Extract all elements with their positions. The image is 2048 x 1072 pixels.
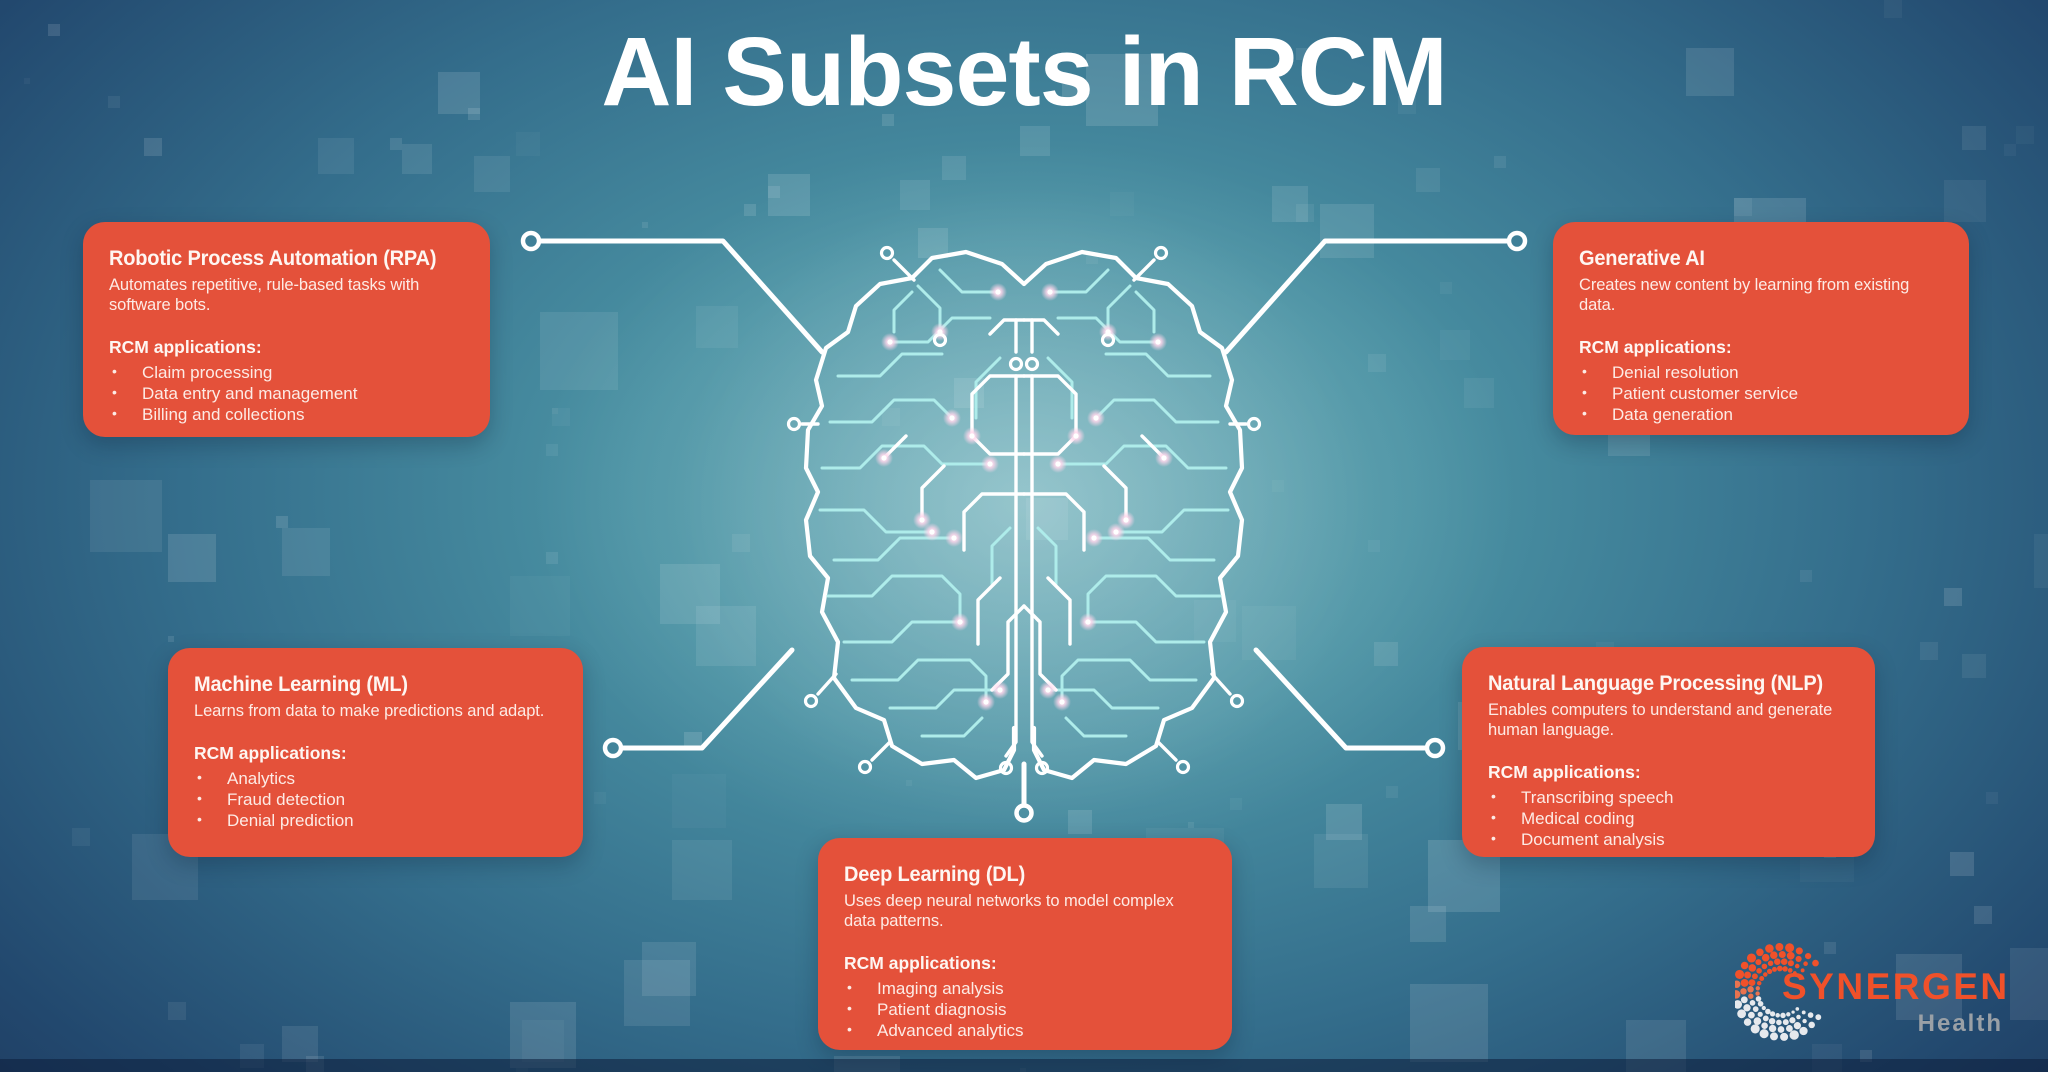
applications-list: • Claim processing • Data entry and managem… [109, 363, 464, 425]
card-title: Machine Learning (ML) [194, 672, 408, 696]
application-text: Document analysis [1521, 829, 1665, 849]
rcm-applications-label: RCM applications: [1579, 337, 1732, 358]
circuit-rings [786, 245, 1262, 776]
card-description: Enables computers to understand and gene… [1488, 701, 1833, 740]
bullet-icon: • [1582, 363, 1587, 380]
connector-node-dl [1014, 803, 1034, 823]
bullet-icon: • [1491, 808, 1496, 825]
application-text: Medical coding [1521, 808, 1635, 828]
application-item: • Medical coding [1488, 809, 1849, 830]
applications-list: • Denial resolution • Patient customer serv… [1579, 363, 1943, 425]
bullet-icon: • [197, 789, 202, 806]
application-text: Analytics [227, 769, 296, 789]
card-deep-learning: Deep Learning (DL) Uses deep neural netw… [818, 838, 1232, 1050]
bullet-icon: • [112, 363, 117, 380]
application-item: • Patient diagnosis [844, 1000, 1206, 1021]
application-text: Data entry and management [142, 383, 358, 403]
application-item: • Fraud detection [194, 790, 557, 811]
applications-list: • Imaging analysis • Patient diagnosis • Adva… [844, 979, 1206, 1041]
application-text: Billing and collections [142, 404, 305, 424]
application-text: Advanced analytics [877, 1020, 1024, 1040]
card-generative-ai: Generative AI Creates new content by lea… [1553, 222, 1969, 435]
application-item: • Data entry and management [109, 384, 464, 405]
bullet-icon: • [847, 1020, 852, 1037]
applications-list: • Transcribing speech • Medical coding • Docu… [1488, 788, 1849, 850]
bullet-icon: • [112, 383, 117, 400]
brand-subtitle: Health [1917, 1010, 2003, 1037]
card-description: Learns from data to make predictions and… [194, 702, 545, 720]
card-description: Creates new content by learning from exi… [1579, 276, 1910, 315]
page-title: AI Subsets in RCM [601, 17, 1447, 126]
application-text: Fraud detection [227, 789, 346, 809]
brand-logo: SYNERGEN Health [1735, 938, 2011, 1058]
bullet-icon: • [1491, 788, 1496, 805]
card-description: Automates repetitive, rule-based tasks w… [109, 276, 420, 315]
application-text: Transcribing speech [1521, 788, 1674, 808]
application-item: • Transcribing speech [1488, 788, 1849, 809]
bullet-icon: • [1491, 829, 1496, 846]
bullet-icon: • [847, 999, 852, 1016]
bullet-icon: • [1582, 404, 1587, 421]
synergen-logo-mark [1735, 943, 1822, 1041]
bullet-icon: • [847, 979, 852, 996]
card-natural-language-processing: Natural Language Processing (NLP) Enable… [1462, 647, 1875, 857]
brain-backlight [674, 185, 1374, 825]
connector-node-rpa [520, 230, 542, 252]
application-text: Data generation [1612, 404, 1733, 424]
bullet-icon: • [1582, 383, 1587, 400]
card-title: Deep Learning (DL) [844, 862, 1026, 886]
card-title: Robotic Process Automation (RPA) [109, 246, 437, 270]
connector-node-ml [602, 737, 624, 759]
card-machine-learning: Machine Learning (ML) Learns from data t… [168, 648, 583, 857]
connector-lines [520, 230, 825, 759]
card-robotic-process-automation: Robotic Process Automation (RPA) Automat… [83, 222, 490, 437]
application-item: • Imaging analysis [844, 979, 1206, 1000]
application-item: • Denial resolution [1579, 363, 1943, 384]
bullet-icon: • [197, 810, 202, 827]
application-text: Patient diagnosis [877, 999, 1007, 1019]
application-text: Denial resolution [1612, 363, 1739, 383]
application-text: Denial prediction [227, 810, 354, 830]
application-item: • Data generation [1579, 405, 1943, 426]
application-text: Claim processing [142, 363, 273, 383]
rcm-applications-label: RCM applications: [1488, 762, 1641, 783]
card-title: Natural Language Processing (NLP) [1488, 671, 1823, 695]
card-title: Generative AI [1579, 246, 1705, 270]
card-description: Uses deep neural networks to model compl… [844, 892, 1174, 931]
application-item: • Document analysis [1488, 830, 1849, 851]
connector-ml [619, 647, 795, 751]
application-item: • Claim processing [109, 363, 464, 384]
application-item: • Billing and collections [109, 405, 464, 426]
application-item: • Analytics [194, 769, 557, 790]
brand-name: SYNERGEN [1782, 966, 2010, 1007]
application-text: Patient customer service [1612, 383, 1799, 403]
rcm-applications-label: RCM applications: [109, 337, 262, 358]
applications-list: • Analytics • Fraud detection • Denial predic… [194, 769, 557, 831]
application-text: Imaging analysis [877, 979, 1004, 999]
rcm-applications-label: RCM applications: [194, 743, 347, 764]
bullet-icon: • [112, 404, 117, 421]
bullet-icon: • [197, 769, 202, 786]
application-item: • Denial prediction [194, 811, 557, 832]
bottom-edge-shade [0, 1059, 2048, 1072]
rcm-applications-label: RCM applications: [844, 953, 997, 974]
application-item: • Patient customer service [1579, 384, 1943, 405]
application-item: • Advanced analytics [844, 1021, 1206, 1042]
connector-rpa [537, 238, 825, 355]
